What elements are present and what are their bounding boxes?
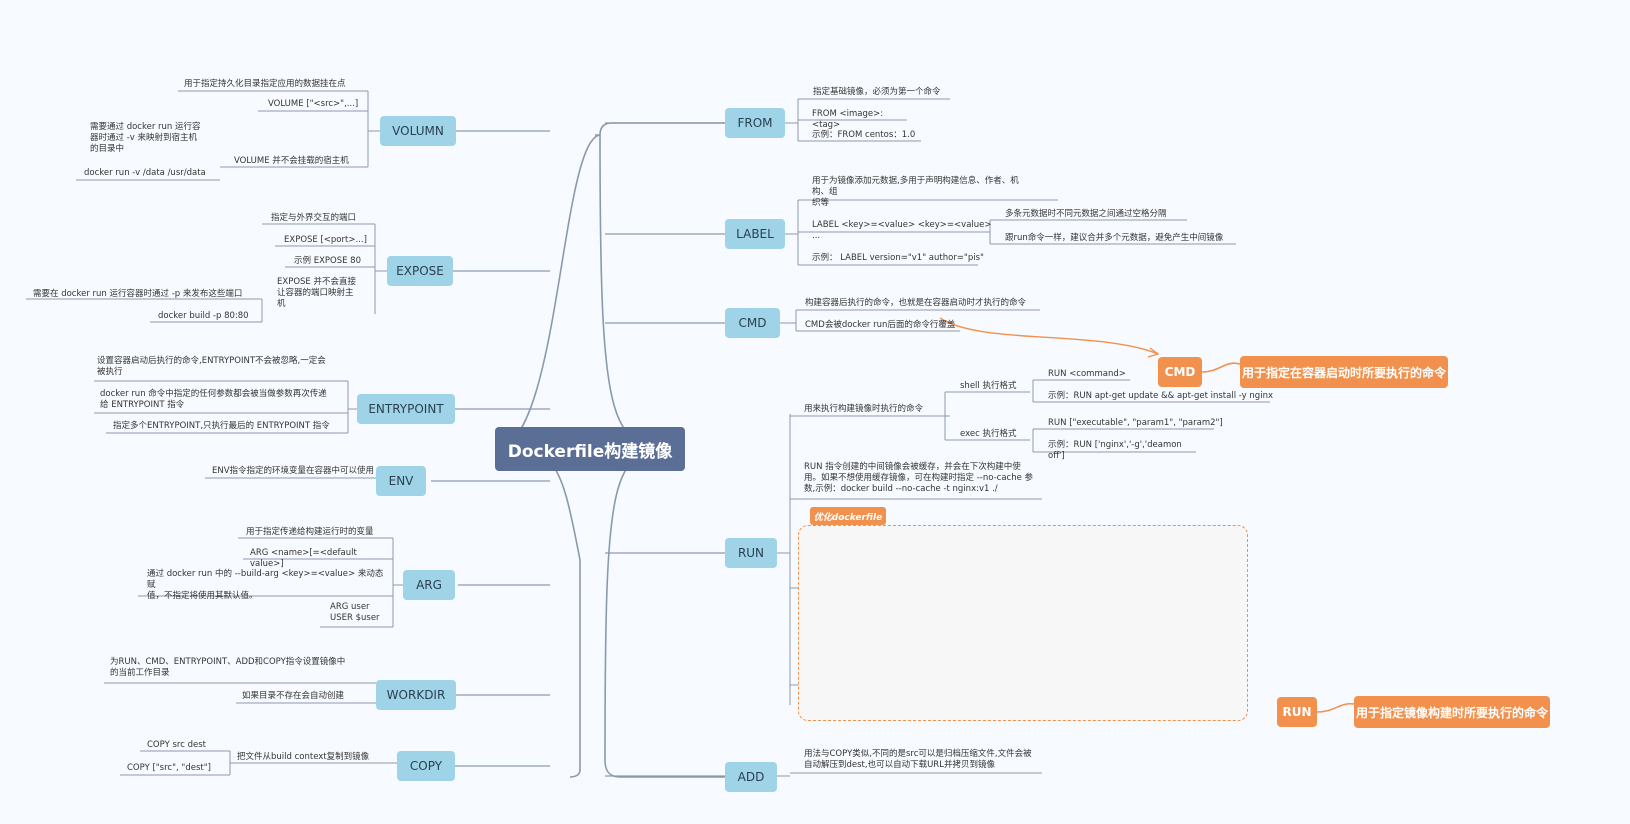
node-add[interactable]: ADD — [725, 762, 777, 792]
expose-purpose: 指定与外界交互的端口 — [271, 213, 357, 223]
node-cmd[interactable]: CMD — [725, 308, 780, 338]
connector-line — [944, 380, 1034, 452]
copy-array: COPY ["src", "dest"] — [127, 763, 211, 773]
label-syntax: LABEL <key>=<value> <key>=<value> ... — [812, 220, 992, 241]
connector-line — [939, 317, 1159, 355]
workdir-purpose: 为RUN、CMD、ENTRYPOINT、ADD和COPY指令设置镜像中 的当前工… — [110, 657, 346, 678]
volumn-syntax: VOLUME ["<src>",...] — [268, 99, 359, 109]
volumn-example: docker run -v /data /usr/data — [84, 168, 206, 178]
arg-example: ARG user USER $user — [330, 602, 380, 623]
node-copy[interactable]: COPY — [397, 751, 455, 781]
run-cache: RUN 指令创建的中间镜像会被缓存，并会在下次构建中使 用。如果不想使用缓存镜像… — [804, 462, 1034, 494]
optimize-dockerfile-box — [798, 525, 1248, 721]
label-multi: 多条元数据时不同元数据之间通过空格分隔 — [1005, 209, 1167, 219]
callout-run-note[interactable]: 用于指定镜像构建时所要执行的命令 — [1354, 696, 1550, 728]
entrypoint-multiple: 指定多个ENTRYPOINT,只执行最后的 ENTRYPOINT 指令 — [113, 421, 330, 431]
node-from[interactable]: FROM — [725, 108, 785, 138]
connector-line — [1201, 362, 1241, 373]
connector-line — [392, 538, 403, 627]
connector-line — [347, 381, 357, 433]
connector-line — [777, 414, 791, 705]
node-env[interactable]: ENV — [376, 466, 426, 496]
workdir-create: 如果目录不存在会自动创建 — [242, 691, 345, 701]
connector-line — [785, 99, 799, 141]
run-shell: shell 执行格式 — [960, 381, 1017, 391]
from-purpose: 指定基础镜像，必须为第一个命令 — [813, 87, 941, 97]
callout-cmd-node[interactable]: CMD — [1158, 357, 1202, 387]
connector-line — [494, 448, 581, 778]
node-expose[interactable]: EXPOSE — [387, 256, 453, 286]
run-exec-syntax: RUN ["executable", "param1", "param2"] — [1048, 418, 1223, 428]
from-example: 示例：FROM centos：1.0 — [812, 130, 916, 140]
central-topic[interactable]: Dockerfile构建镜像 — [495, 427, 685, 471]
connector-line — [261, 224, 387, 322]
callout-cmd-note[interactable]: 用于指定在容器启动时所要执行的命令 — [1240, 356, 1448, 388]
label-example: 示例： LABEL version="v1" author="pis" — [812, 253, 984, 263]
volumn-note: VOLUME 并不会挂载的宿主机 — [234, 156, 349, 166]
from-syntax: FROM <image>:<tag> — [812, 109, 884, 130]
run-exec-example: 示例：RUN ['nginx','-g','deamon off'] — [1048, 440, 1182, 461]
arg-purpose: 用于指定传递给构建运行时的变量 — [246, 527, 374, 537]
node-run[interactable]: RUN — [725, 538, 777, 568]
node-volumn[interactable]: VOLUMN — [380, 116, 456, 146]
connector-line — [494, 134, 601, 450]
expose-syntax: EXPOSE [<port>...] — [284, 235, 367, 245]
cmd-override: CMD会被docker run后面的命令行覆盖 — [805, 320, 956, 330]
add-purpose: 用法与COPY类似,不同的是src可以是归档压缩文件,文件会被 自动解压到des… — [804, 749, 1032, 770]
label-merge: 跟run命令一样，建议合并多个元数据，避免产生中间镜像 — [1005, 233, 1224, 243]
connector-line — [599, 122, 725, 450]
volumn-note-detail: 需要通过 docker run 运行容 器时通过 -v 来映射到宿主机 的目录中 — [90, 122, 201, 154]
label-purpose: 用于为镜像添加元数据,多用于声明构建信息、作者、机构、组 织等 — [812, 176, 1019, 208]
expose-publish: 需要在 docker run 运行容器时通过 -p 来发布这些端口 — [33, 289, 243, 299]
node-arg[interactable]: ARG — [403, 570, 455, 600]
connector-line — [1316, 702, 1355, 713]
connector-line — [604, 448, 725, 778]
expose-build: docker build -p 80:80 — [158, 311, 249, 321]
node-workdir[interactable]: WORKDIR — [376, 680, 456, 710]
expose-example: 示例 EXPOSE 80 — [294, 256, 361, 266]
cmd-purpose: 构建容器后执行的命令，也就是在容器启动时才执行的命令 — [805, 298, 1027, 308]
entrypoint-args: docker run 命令中指定的任何参数都会被当做参数再次传递 给 ENTRY… — [100, 389, 327, 410]
connector-line — [367, 91, 380, 167]
node-label[interactable]: LABEL — [725, 219, 785, 249]
entrypoint-purpose: 设置容器启动后执行的命令,ENTRYPOINT不会被忽略,一定会 被执行 — [97, 356, 326, 377]
run-shell-example: 示例：RUN apt-get update && apt-get install… — [1048, 391, 1273, 401]
copy-example: COPY src dest — [147, 740, 206, 750]
optimize-dockerfile-badge: 优化dockerfile — [810, 507, 886, 525]
callout-run-node[interactable]: RUN — [1277, 697, 1317, 727]
connector-line — [1147, 347, 1160, 358]
node-entrypoint[interactable]: ENTRYPOINT — [357, 394, 455, 424]
run-shell-syntax: RUN <command> — [1048, 369, 1126, 379]
copy-purpose: 把文件从build context复制到镜像 — [237, 752, 370, 762]
run-exec: exec 执行格式 — [960, 429, 1017, 439]
volumn-purpose: 用于指定持久化目录指定应用的数据挂在点 — [184, 79, 346, 89]
connector-line — [780, 310, 797, 331]
env-purpose: ENV指令指定的环境变量在容器中可以使用 — [212, 466, 375, 476]
expose-note: EXPOSE 并不会直接 让容器的端口映射主 机 — [277, 277, 356, 309]
arg-build-arg: 通过 docker run 中的 --build-arg <key>=<valu… — [147, 569, 384, 601]
connector-line — [785, 200, 991, 265]
run-purpose: 用来执行构建镜像时执行的命令 — [804, 404, 924, 414]
arg-syntax: ARG <name>[=<default value>] — [250, 548, 357, 569]
